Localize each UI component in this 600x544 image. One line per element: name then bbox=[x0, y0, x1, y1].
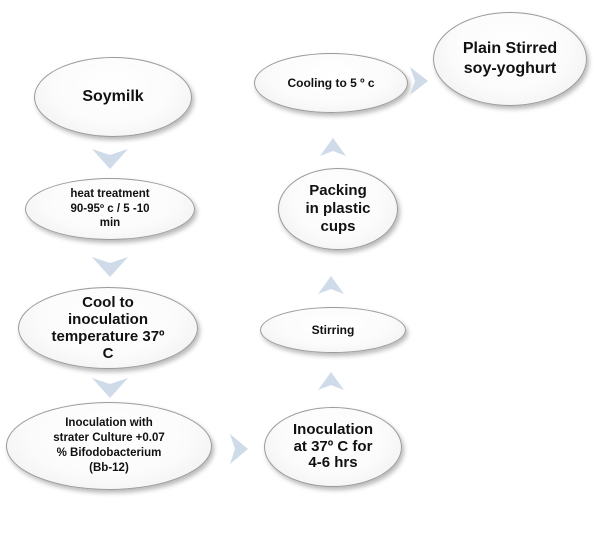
arrow-up-1 bbox=[318, 372, 344, 390]
arrow-down-1-shape bbox=[92, 149, 128, 169]
step-heat-treatment-label: heat treatment 90-95º c / 5 -10 min bbox=[70, 187, 150, 230]
step-cooling-to-5c: Cooling to 5 º c bbox=[254, 53, 408, 113]
arrow-up-2-shape bbox=[318, 276, 344, 294]
arrow-right-1 bbox=[230, 434, 248, 464]
arrow-up-2 bbox=[318, 276, 344, 294]
step-heat-treatment: heat treatment 90-95º c / 5 -10 min bbox=[25, 178, 195, 240]
step-inoculation-culture: Inoculation with strater Culture +0.07 %… bbox=[6, 402, 212, 490]
step-soymilk: Soymilk bbox=[34, 57, 192, 137]
arrow-right-2-shape bbox=[410, 67, 428, 95]
arrow-up-1-shape bbox=[318, 372, 344, 390]
step-inoculation-37c: Inoculation at 37º C for 4-6 hrs bbox=[264, 407, 402, 487]
step-stirring-label: Stirring bbox=[311, 323, 355, 337]
arrow-up-3-shape bbox=[320, 138, 346, 156]
arrow-up-3 bbox=[320, 138, 346, 156]
step-packing: Packing in plastic cups bbox=[278, 168, 398, 250]
step-cooling-to-5c-label: Cooling to 5 º c bbox=[287, 76, 375, 90]
step-stirring: Stirring bbox=[260, 307, 406, 353]
step-cool-to-inoculation-label: Cool to inoculation temperature 37º C bbox=[51, 293, 165, 363]
arrow-down-3-shape bbox=[92, 378, 128, 398]
step-inoculation-37c-label: Inoculation at 37º C for 4-6 hrs bbox=[293, 420, 373, 472]
arrow-down-2 bbox=[92, 257, 128, 277]
step-packing-label: Packing in plastic cups bbox=[305, 182, 371, 235]
step-final-product-label: Plain Stirred soy-yoghurt bbox=[462, 40, 558, 77]
step-final-product: Plain Stirred soy-yoghurt bbox=[433, 12, 587, 106]
arrow-down-3 bbox=[92, 378, 128, 398]
arrow-right-2 bbox=[410, 67, 428, 95]
arrow-right-1-shape bbox=[230, 434, 248, 464]
arrow-down-2-shape bbox=[92, 257, 128, 277]
step-soymilk-label: Soymilk bbox=[82, 88, 144, 105]
step-inoculation-culture-label: Inoculation with strater Culture +0.07 %… bbox=[53, 417, 165, 474]
step-cool-to-inoculation: Cool to inoculation temperature 37º C bbox=[18, 287, 198, 369]
arrow-down-1 bbox=[92, 149, 128, 169]
